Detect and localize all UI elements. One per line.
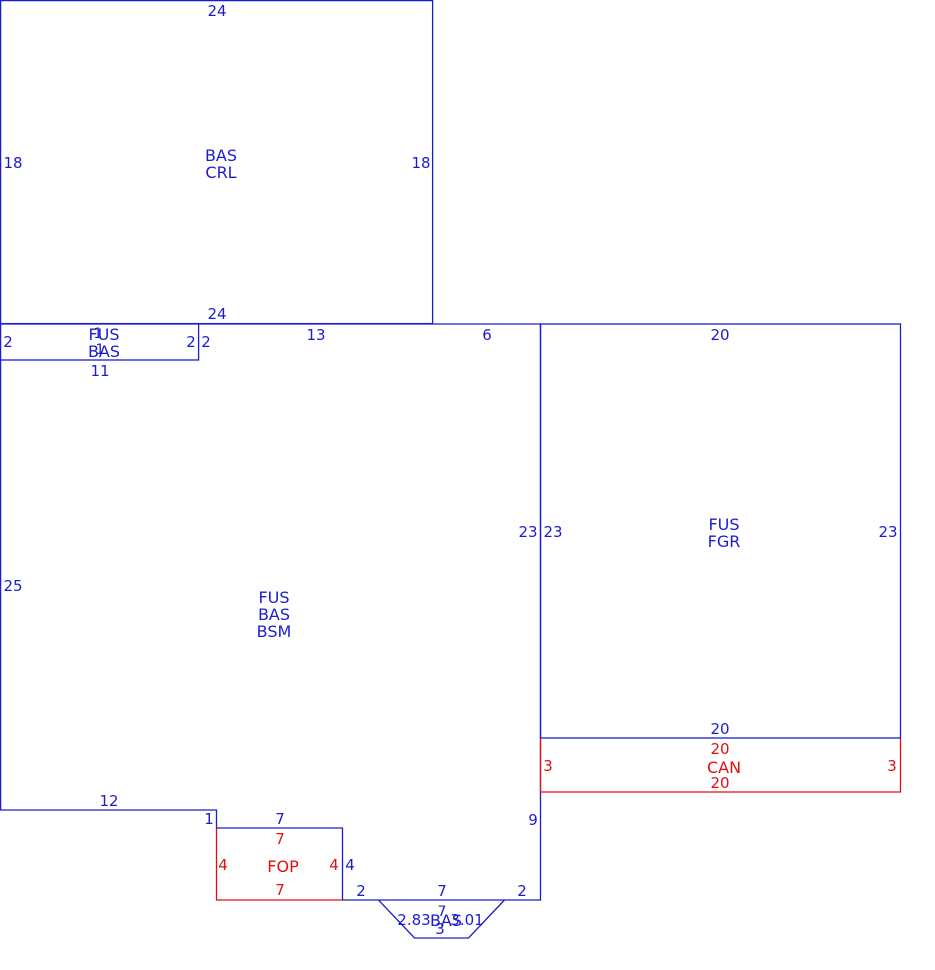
main-area-code-3: BSM [257,622,292,641]
dim-strip-bottom: 11 [90,362,109,380]
crawl-area-code: BAS [205,146,237,165]
dim-strip-top-a: 1 [94,326,103,342]
porch-area-code: FOP [267,857,299,876]
strip-area-outline [0,323,200,361]
dim-strip-right: 2 [186,333,196,351]
crawl-area-code-2: CRL [205,163,236,182]
dim-crl-bottom: 24 [207,305,226,323]
garage-area-code-2: FGR [708,532,741,551]
dim-main-top-a: 13 [306,326,325,344]
dim-bay-inner-top: 7 [438,904,447,920]
main-area-code-2: BAS [258,605,290,624]
dim-crl-right: 18 [411,154,430,172]
dim-main-lower-right: 9 [528,811,538,829]
dim-bay-bottom: 3 [435,920,445,938]
dim-porch-right: 4 [329,856,339,874]
bay-area-code: BAS [430,911,462,930]
dim-strip-top-b: 1 [96,342,105,358]
garage-area-outline [539,323,902,739]
dim-fgr-left: 23 [543,523,562,541]
dim-main-step-right: 7 [275,810,285,828]
dim-strip-left: 2 [3,333,13,351]
porch-area-outline [215,828,343,901]
dim-bay-diag-left: 2.83 [397,911,430,929]
dim-main-step: 1 [204,810,214,828]
dim-can-left: 3 [543,757,553,775]
dim-porch-top: 7 [275,830,285,848]
dim-main-right: 23 [518,523,537,541]
dim-bay-top: 7 [437,882,447,900]
dim-porch-bottom: 7 [275,881,285,899]
dim-fgr-bottom: 20 [710,720,729,738]
dim-main-left: 25 [3,577,22,595]
dim-porch-left: 4 [218,856,228,874]
dim-crl-left: 18 [3,154,22,172]
dim-can-right: 3 [887,757,897,775]
canopy-area-code: CAN [707,758,741,777]
dim-main-right-of-strip: 2 [201,333,211,351]
dim-bay-left-seg: 2 [356,882,366,900]
dim-main-bottom-left: 12 [99,792,118,810]
dim-main-top-b: 6 [482,326,492,344]
main-area-code: FUS [258,588,289,607]
strip-area-code-2: BAS [88,342,120,361]
garage-area-code: FUS [708,515,739,534]
canopy-area-outline [539,738,902,793]
strip-area-code: FUS [88,325,119,344]
dim-bay-right-seg: 2 [517,882,527,900]
dim-bay-diag-right: 3.01 [450,911,483,929]
bay-area-outline [378,899,505,939]
dim-porch-outer-right: 4 [345,856,355,874]
dim-fgr-top: 20 [710,326,729,344]
dim-can-bottom: 20 [710,774,729,792]
dim-crl-top: 24 [207,2,226,20]
dim-can-top: 20 [710,740,729,758]
dim-fgr-right: 23 [878,523,897,541]
